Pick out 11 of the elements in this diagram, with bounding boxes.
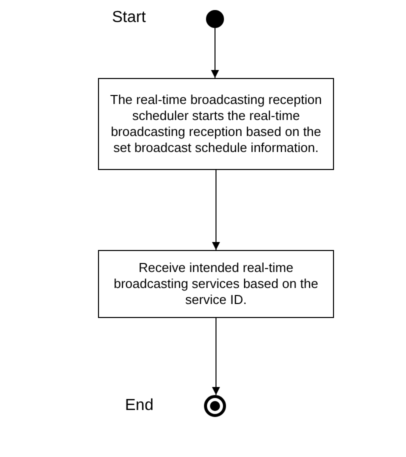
node-caption: End [125,397,154,415]
arrow [212,170,220,250]
process-box [98,78,334,170]
start-circle [205,9,225,29]
end-circle [203,394,227,418]
node-caption: Start [112,9,146,27]
arrow [212,318,220,396]
process-box [98,250,334,318]
box-text: Receive intended real-time broadcasting services based on the service ID. [112,260,320,308]
box-text: The real-time broadcasting reception scheduler starts the real-time broadcasting reception based on the set broadcast schedule information. [109,92,323,156]
arrow [211,28,219,78]
